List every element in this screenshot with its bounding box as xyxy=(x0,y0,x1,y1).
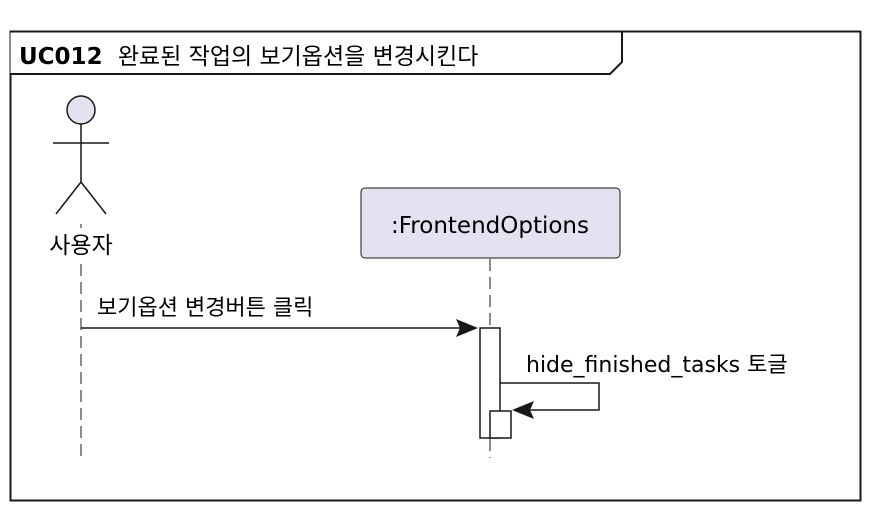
frame-title-text: UC012 완료된 작업의 보기옵션을 변경시킨다 xyxy=(19,44,478,70)
message-2-arrowhead xyxy=(512,401,534,419)
participant-box xyxy=(360,187,621,259)
message-1-arrowhead xyxy=(456,319,478,337)
actor-figure xyxy=(53,95,109,215)
actor-left-leg xyxy=(55,181,82,215)
actor-right-leg xyxy=(80,181,107,215)
activation-bar-inner xyxy=(489,410,512,439)
message-2-label: hide_finished_tasks 토글 xyxy=(526,353,788,378)
actor-head xyxy=(66,95,96,125)
message-1-label: 보기옵션 변경버튼 클릭 xyxy=(97,296,313,321)
frame-id-label: UC012 xyxy=(19,44,103,70)
frame-title: 완료된 작업의 보기옵션을 변경시킨다 xyxy=(118,44,479,70)
frame-title-tab xyxy=(10,30,623,75)
actor-name: 사용자 xyxy=(49,233,112,259)
message-2-line xyxy=(500,382,600,411)
frame-border xyxy=(9,30,862,502)
participant-name: :FrontendOptions xyxy=(391,213,589,239)
